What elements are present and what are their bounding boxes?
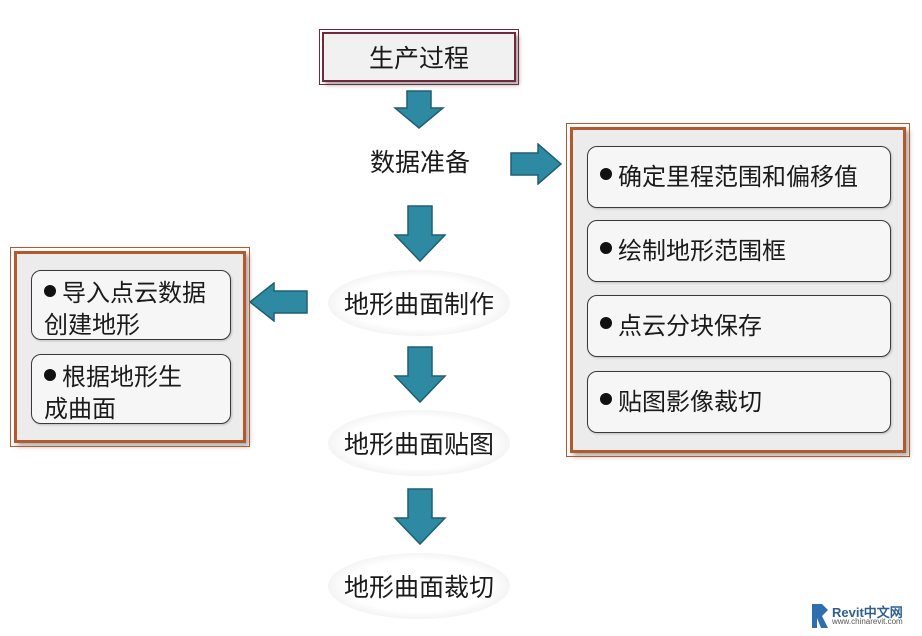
right-panel: 确定里程范围和偏移值 绘制地形范围框 点云分块保存 贴图影像裁切 <box>566 123 910 457</box>
bullet-icon <box>600 242 612 254</box>
left-panel-item-line2: 成曲面 <box>44 395 116 423</box>
left-arrow-icon <box>248 282 308 322</box>
title-box: 生产过程 <box>319 29 519 85</box>
title-text: 生产过程 <box>368 44 469 73</box>
right-panel-item: 确定里程范围和偏移值 <box>587 146 891 208</box>
step-surface-map: 地形曲面贴图 <box>328 410 510 476</box>
right-panel-item: 贴图影像裁切 <box>587 371 891 433</box>
step-surface-make-label: 地形曲面制作 <box>343 290 494 319</box>
left-panel-item: 导入点云数据 创建地形 <box>31 270 231 340</box>
right-panel-item: 点云分块保存 <box>587 295 891 357</box>
step-data-prep-label: 数据准备 <box>369 148 470 177</box>
left-panel-item-line1: 根据地形生 <box>62 363 182 391</box>
bullet-icon <box>600 393 612 405</box>
right-panel-item-label: 绘制地形范围框 <box>618 237 786 265</box>
step-surface-map-label: 地形曲面贴图 <box>343 430 494 459</box>
watermark-url: www.chinarevit.com <box>832 617 903 626</box>
watermark-logo: Revit中文网 www.chinarevit.com <box>810 602 918 632</box>
bullet-icon <box>44 369 56 381</box>
revit-logo-icon <box>812 604 828 628</box>
right-panel-item-label: 确定里程范围和偏移值 <box>618 163 858 191</box>
left-panel-item-line1: 导入点云数据 <box>62 279 206 307</box>
bullet-icon <box>44 285 56 297</box>
step-surface-cut-label: 地形曲面裁切 <box>343 573 494 602</box>
left-panel-item: 根据地形生 成曲面 <box>31 354 231 424</box>
right-panel-item-label: 点云分块保存 <box>618 312 762 340</box>
left-panel-item-line2: 创建地形 <box>44 311 140 339</box>
watermark-name: Revit中文网 <box>832 605 903 620</box>
right-arrow-icon <box>510 143 562 185</box>
bullet-icon <box>600 168 612 180</box>
bullet-icon <box>600 317 612 329</box>
step-surface-cut: 地形曲面裁切 <box>328 553 510 619</box>
step-data-prep: 数据准备 <box>340 140 500 182</box>
right-panel-item-label: 贴图影像裁切 <box>618 388 762 416</box>
down-arrow-icon <box>393 488 447 546</box>
right-panel-item: 绘制地形范围框 <box>587 220 891 282</box>
step-surface-make: 地形曲面制作 <box>328 270 510 336</box>
left-panel: 导入点云数据 创建地形 根据地形生 成曲面 <box>10 247 250 447</box>
down-arrow-icon <box>393 90 445 129</box>
down-arrow-icon <box>393 205 447 263</box>
down-arrow-icon <box>393 346 447 404</box>
